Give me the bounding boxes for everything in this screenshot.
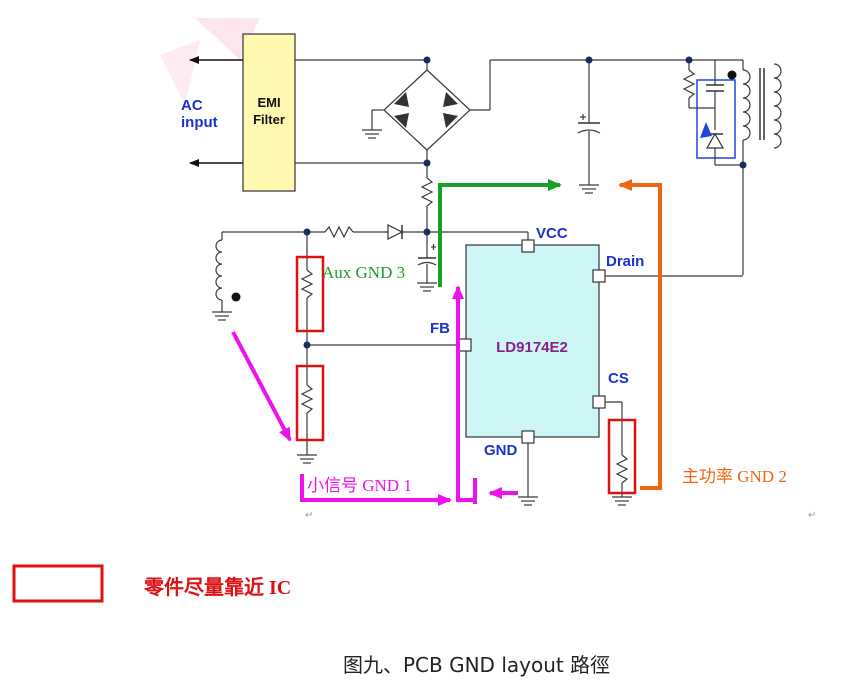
bridge-rectifier	[295, 59, 743, 164]
highlight-box-cs-resistor	[607, 418, 637, 495]
pin-label-fb: FB	[430, 320, 450, 337]
emi-filter-block	[242, 33, 296, 192]
pin-label-drain: Drain	[606, 253, 644, 270]
pin-label-vcc: VCC	[536, 225, 568, 242]
pin-label-gnd: GND	[484, 442, 518, 459]
emi-filter-label-line2: Filter	[253, 112, 285, 127]
junction-dots	[303, 56, 747, 349]
ic-pin-fb	[458, 338, 472, 352]
paragraph-mark: ↵	[808, 510, 816, 521]
feedback-divider	[297, 232, 459, 464]
signal-gnd-path-arrows	[231, 285, 518, 506]
power-gnd-path-arrow	[618, 179, 662, 490]
ic-pin-cs	[592, 395, 606, 409]
power-gnd-label: 主功率 GND 2	[682, 467, 787, 486]
ic-name-label: LD9174E2	[496, 339, 568, 356]
paragraph-mark: ↵	[305, 510, 313, 521]
snubber-and-transformer	[682, 60, 782, 275]
aux-gnd-label: Aux GND 3	[322, 263, 405, 282]
ac-input-label-line1: AC	[181, 97, 203, 114]
highlight-box-fb-lower-resistor	[295, 364, 325, 442]
cs-sense-resistor	[605, 401, 632, 506]
ic-gnd-wire	[518, 443, 538, 506]
aux-gnd-path-arrow	[438, 179, 562, 287]
pin-label-cs: CS	[608, 370, 629, 387]
highlight-box-fb-upper-resistor	[295, 255, 325, 333]
figure-caption: 图九、PCB GND layout 路徑	[343, 653, 610, 677]
highlight-boxes	[295, 255, 637, 495]
signal-gnd-label: 小信号 GND 1	[307, 476, 412, 495]
legend-text: 零件尽量靠近 IC	[143, 575, 291, 599]
bulk-capacitor	[577, 60, 601, 194]
ic-pin-gnd	[521, 430, 535, 444]
ic-pin-drain	[592, 269, 606, 283]
ac-input-arrows	[189, 56, 243, 167]
ic-pin-vcc	[521, 239, 535, 253]
ac-input-label-line2: input	[181, 114, 218, 131]
legend-red-box	[12, 564, 104, 603]
emi-filter-label-line1: EMI	[257, 95, 280, 110]
